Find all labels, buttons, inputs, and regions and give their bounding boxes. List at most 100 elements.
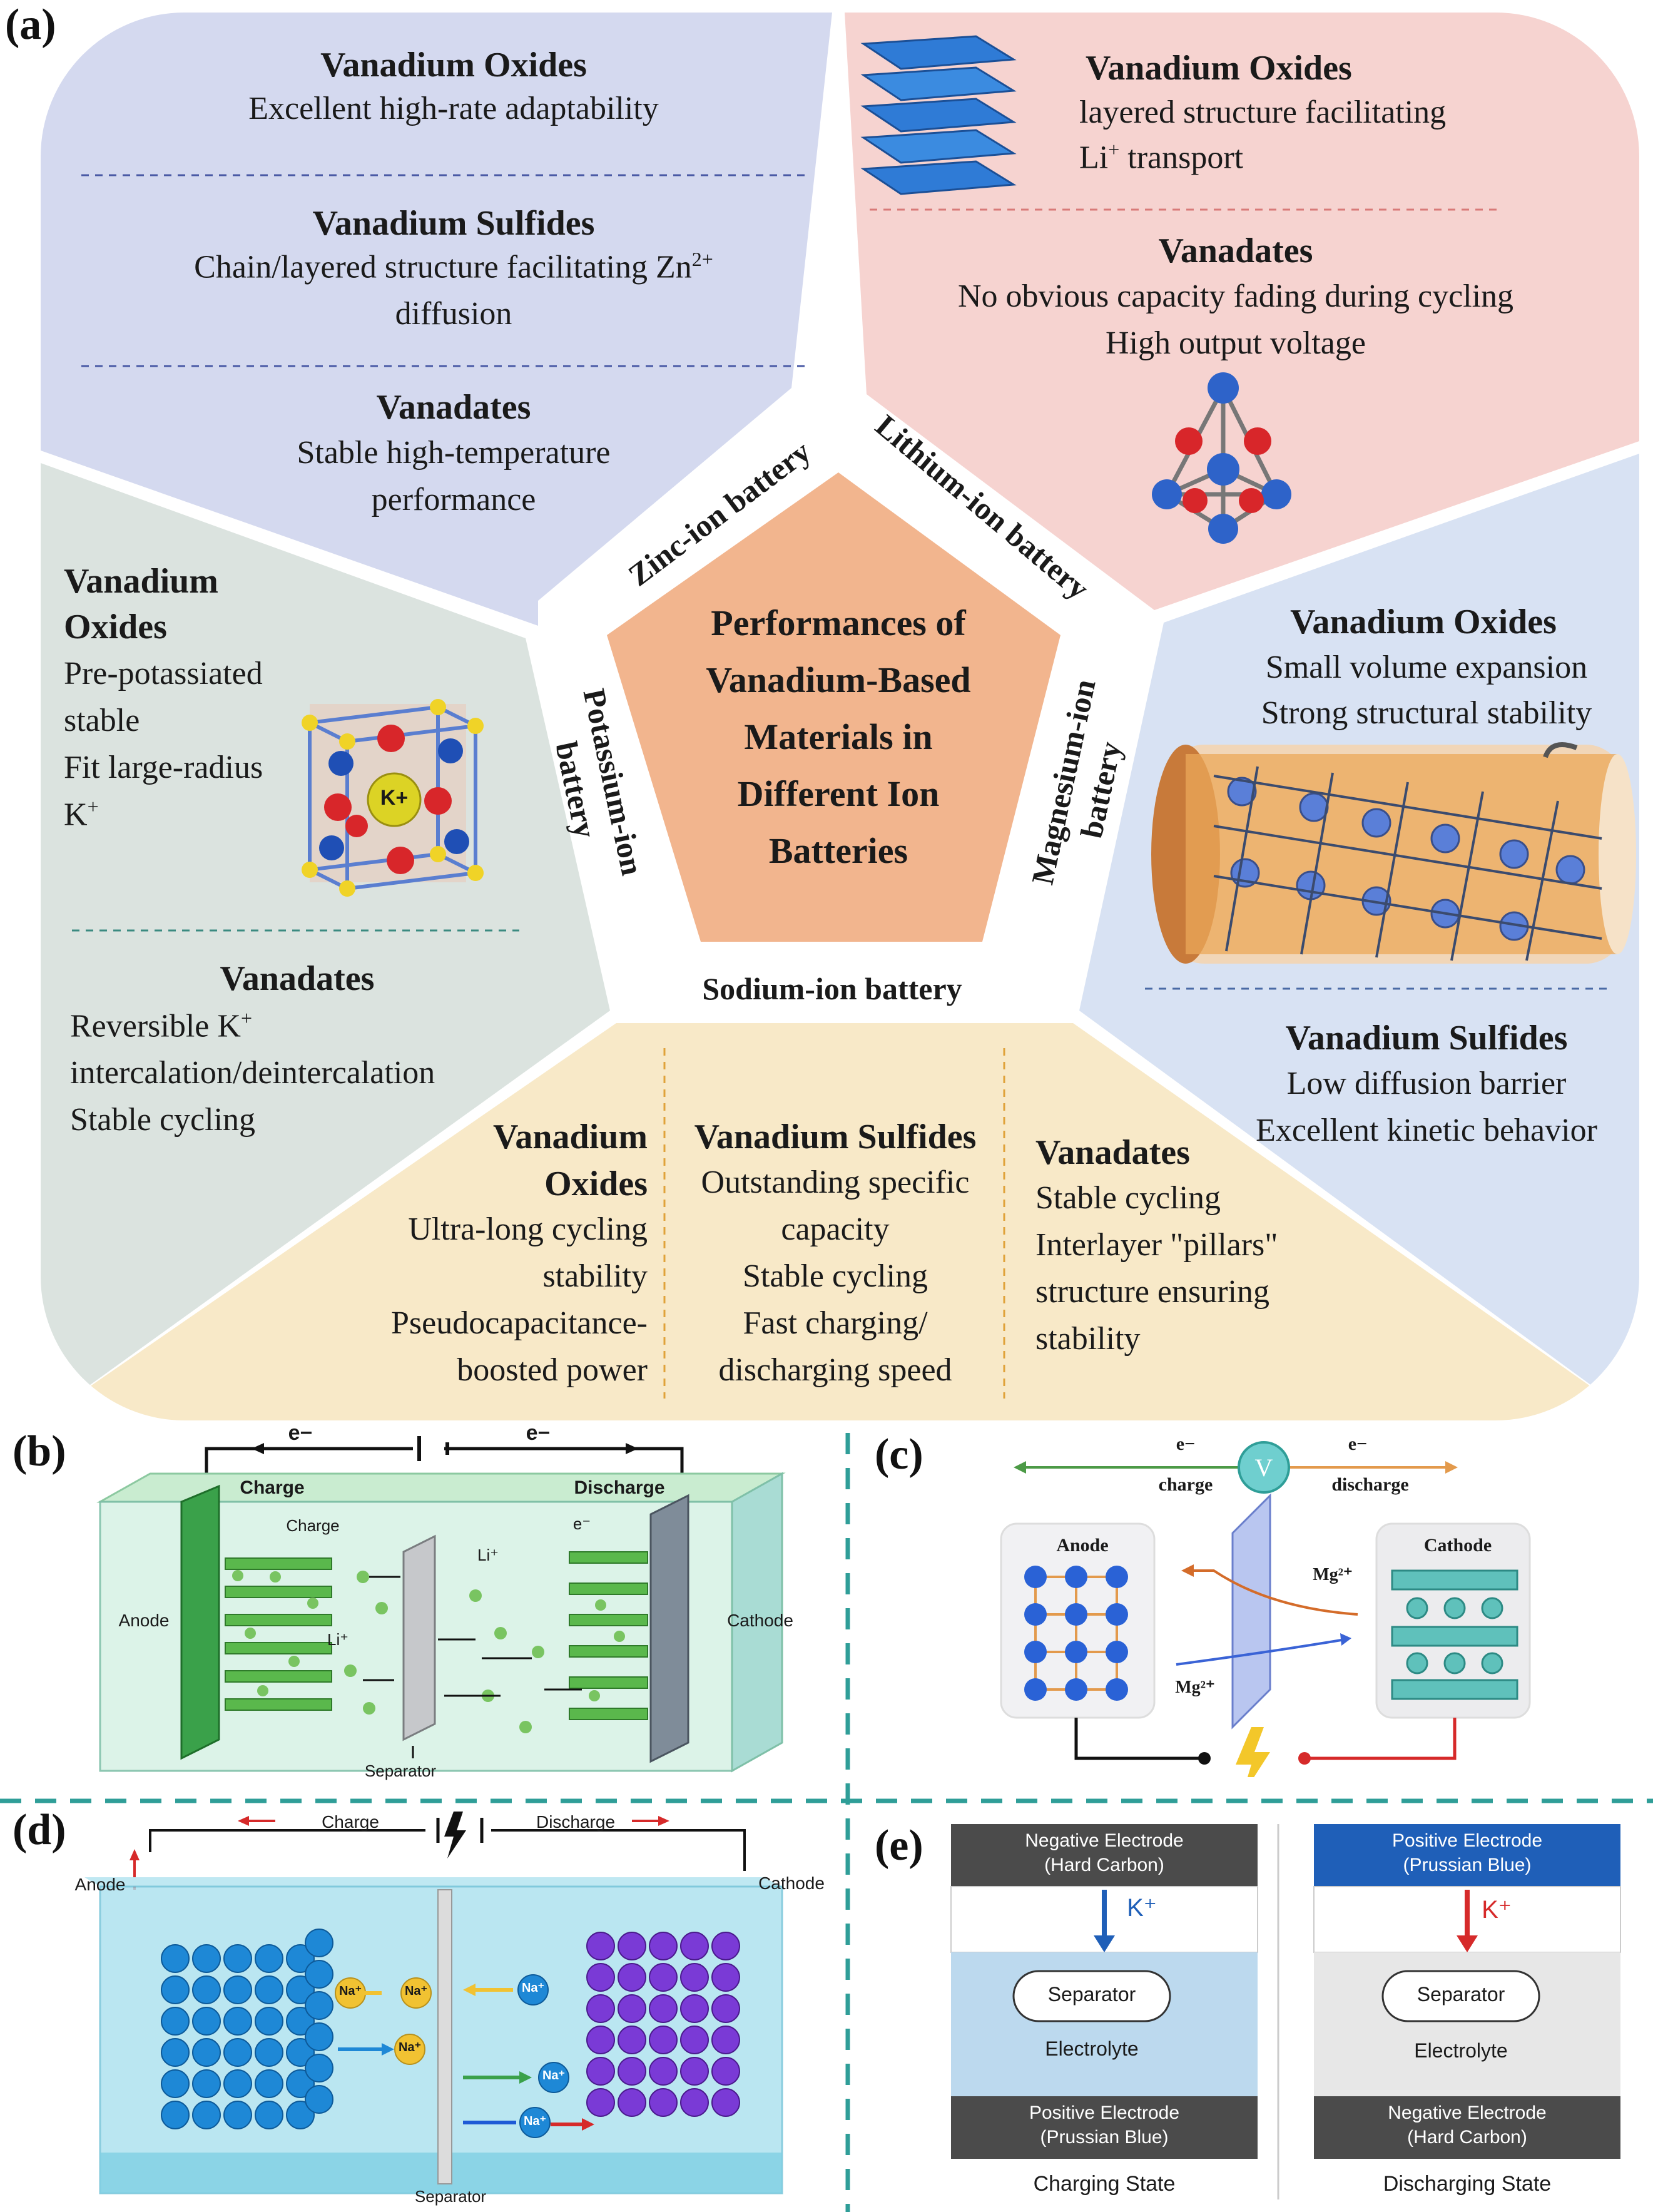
c-mg-top: Mg²⁺ [1313, 1565, 1353, 1584]
sodium-col1-line-1: Ultra-long cycling [408, 1211, 648, 1247]
sodium-col3-line-4: stability [1035, 1321, 1141, 1357]
panel-b-letter: (b) [13, 1427, 66, 1476]
b-li-label-1: Li⁺ [477, 1546, 499, 1564]
anode-plate [180, 1484, 220, 1760]
d-na-label-5: Na⁺ [542, 2069, 566, 2082]
sodium-col2-title: Vanadium Sulfides [694, 1118, 977, 1156]
lithium-sector [845, 13, 1639, 610]
d-anode-label: Anode [74, 1875, 126, 1894]
magnesium-sulfides-text-1: Low diffusion barrier [1286, 1066, 1567, 1101]
sodium-col2-line-5: discharging speed [718, 1352, 952, 1388]
potassium-oxides-line-1: Pre-potassiated [64, 656, 263, 691]
sodium-sector [41, 1023, 1639, 1420]
potassium-crystal-icon [302, 699, 484, 897]
e-discharging-bottom: Negative Electrode(Hard Carbon) [1388, 2102, 1547, 2148]
zinc-sulfides-title: Vanadium Sulfides [312, 204, 595, 243]
potassium-vanadates-line-3: Stable cycling [70, 1102, 256, 1138]
potassium-oxides-title-1: Vanadium [64, 562, 218, 601]
sodium-col2-line-4: Fast charging/ [743, 1305, 928, 1341]
e-charging-top: Negative Electrode(Hard Carbon) [1025, 1830, 1184, 1875]
magnesium-sulfides-text-2: Excellent kinetic behavior [1256, 1113, 1597, 1148]
nanotube-image [1151, 742, 1636, 964]
d-separator [437, 1889, 452, 2184]
potassium-oxides-line-3: Fit large-radius [64, 750, 263, 785]
zinc-vanadates-title: Vanadates [376, 388, 531, 427]
b-cathode-label: Cathode [727, 1611, 793, 1630]
b-charge-label: Charge [240, 1477, 305, 1498]
potassium-vanadates-line-1: Reversible K+ [70, 1007, 252, 1044]
separator-plate [402, 1534, 436, 1741]
c-charge-label: charge [1158, 1474, 1213, 1495]
panel-dividers [0, 1433, 1653, 2212]
voltmeter-icon: V [1254, 1454, 1273, 1482]
b-electron-right: e− [526, 1421, 551, 1445]
panel-c-letter: (c) [875, 1430, 923, 1479]
panel-e-letter: (e) [875, 1822, 923, 1870]
e-charging-bottom: Positive Electrode(Prussian Blue) [1029, 2102, 1180, 2148]
b-electron-inner: e⁻ [572, 1514, 591, 1533]
sodium-col1-title-1: Vanadium [493, 1118, 648, 1156]
sodium-col2-line-3: Stable cycling [742, 1258, 928, 1294]
panel-a-letter: (a) [5, 1, 56, 49]
d-cathode-label: Cathode [758, 1873, 825, 1893]
e-charging-ion: K⁺ [1127, 1894, 1157, 1922]
sodium-col3-line-1: Stable cycling [1035, 1180, 1221, 1216]
e-discharging-state: Discharging State [1383, 2172, 1552, 2196]
crystal-molecule-icon [1152, 372, 1291, 544]
sodium-col2-line-1: Outstanding specific [701, 1165, 970, 1200]
center-pentagon [607, 472, 1060, 942]
lightning-icon [1236, 1727, 1270, 1777]
d-na-label-2: Na⁺ [404, 1984, 428, 1998]
lithium-vanadates-title: Vanadates [1158, 232, 1313, 270]
d-na-label-3: Na⁺ [398, 2041, 422, 2054]
c-e-right: e− [1348, 1434, 1368, 1454]
magnesium-oxides-text-1: Small volume expansion [1265, 650, 1588, 685]
e-discharging-separator: Separator [1416, 1983, 1505, 2006]
lithium-vanadates-text-2: High output voltage [1106, 325, 1366, 361]
lithium-oxides-text-2: Li+ transport [1079, 138, 1244, 176]
potassium-oxides-title-2: Oxides [64, 608, 167, 646]
lithium-vanadates-text-1: No obvious capacity fading during cyclin… [957, 278, 1514, 314]
sodium-col1-line-2: stability [542, 1258, 648, 1294]
potassium-oxides-line-2: stable [64, 703, 140, 738]
e-discharging-ion: K⁺ [1482, 1896, 1512, 1924]
e-discharging-top: Positive Electrode(Prussian Blue) [1391, 1830, 1543, 1875]
e-discharging-electrolyte: Electrolyte [1414, 2039, 1508, 2062]
magnesium-cell-diagram [1000, 1441, 1531, 1777]
potassium-oxides-k: K+ [64, 795, 99, 833]
zinc-superscript: 2+ [691, 248, 713, 270]
center-title: Performances of Vanadium-Based Materials… [706, 603, 971, 872]
sodium-col1-line-3: Pseudocapacitance- [390, 1305, 648, 1341]
lithium-cell-diagram [96, 1436, 786, 1773]
lithium-oxides-title: Vanadium Oxides [1086, 49, 1352, 88]
zinc-oxides-title: Vanadium Oxides [320, 46, 587, 84]
zinc-vanadates-text-2: performance [371, 482, 536, 517]
c-cathode-label: Cathode [1423, 1535, 1492, 1556]
e-charging-separator: Separator [1047, 1983, 1136, 2006]
magnesium-sulfides-title: Vanadium Sulfides [1285, 1019, 1568, 1058]
sodium-col3-line-2: Interlayer "pillars" [1035, 1227, 1278, 1263]
sodium-col1-line-4: boosted power [457, 1352, 648, 1388]
c-discharge-label: discharge [1331, 1474, 1409, 1495]
panel-d-letter: (d) [13, 1806, 66, 1854]
sodium-col3-title: Vanadates [1035, 1133, 1190, 1172]
cathode-sphere-cube [586, 1932, 740, 2117]
potassium-vanadates-title: Vanadates [220, 959, 375, 998]
d-na-label-1: Na⁺ [338, 1984, 362, 1998]
zinc-oxides-text: Excellent high-rate adaptability [248, 91, 659, 126]
b-anode-label: Anode [118, 1611, 170, 1630]
lithium-oxides-text-1: layered structure facilitating [1079, 94, 1447, 130]
c-mg-bottom: Mg²⁺ [1175, 1678, 1215, 1697]
sodium-col1-title-2: Oxides [544, 1165, 648, 1203]
e-charging-electrolyte: Electrolyte [1045, 2037, 1139, 2060]
layered-stack-icon [860, 35, 1017, 195]
potassium-cell-diagram [950, 1824, 1621, 2199]
potassium-atom-label: K+ [380, 786, 409, 810]
b-separator-label: Separator [364, 1761, 437, 1780]
b-charge-inner: Charge [286, 1516, 340, 1535]
d-lightning-icon [444, 1812, 466, 1858]
zinc-sector [41, 13, 832, 626]
e-charging-state: Charging State [1033, 2172, 1176, 2196]
c-anode-label: Anode [1056, 1535, 1109, 1556]
d-charge-label: Charge [322, 1812, 379, 1832]
